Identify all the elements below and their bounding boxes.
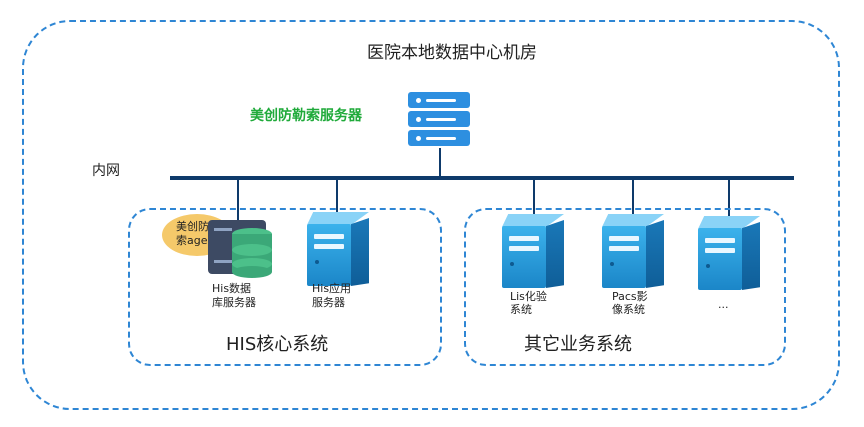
his-app-server-icon	[307, 212, 369, 286]
lis-server-label-line1: Lis化验	[510, 290, 547, 303]
lis-server-label-line2: 系统	[510, 303, 532, 316]
datacenter-boundary	[22, 20, 840, 410]
other-server-label: ...	[718, 298, 729, 311]
his-db-server-label-line1: His数据	[212, 282, 252, 295]
group-other-systems	[464, 208, 786, 366]
his-app-server-label-line2: 服务器	[312, 296, 345, 309]
group-other-systems-label: 其它业务系统	[524, 334, 632, 355]
link-other	[728, 180, 730, 224]
ransomware-server-label: 美创防勒索服务器	[250, 108, 362, 124]
his-db-server-label-line2: 库服务器	[212, 296, 256, 309]
group-his-core-label: HIS核心系统	[226, 334, 329, 355]
datacenter-title: 医院本地数据中心机房	[367, 43, 537, 63]
link-his-app	[336, 180, 338, 220]
pacs-server-icon	[602, 214, 664, 288]
ransomware-server-icon	[408, 92, 470, 148]
database-server-icon	[208, 220, 278, 278]
his-app-server-label-line1: His应用	[312, 282, 352, 295]
network-label: 内网	[92, 163, 120, 179]
link-lis	[533, 180, 535, 222]
pacs-server-label-line2: 像系统	[612, 303, 645, 316]
group-his-core	[128, 208, 442, 366]
link-pacs	[632, 180, 634, 222]
ransomware-server-link	[439, 148, 441, 178]
pacs-server-label-line1: Pacs影	[612, 290, 648, 303]
link-his-db	[237, 180, 239, 220]
lis-server-icon	[502, 214, 564, 288]
network-bus	[170, 176, 794, 180]
other-server-icon	[698, 216, 760, 290]
